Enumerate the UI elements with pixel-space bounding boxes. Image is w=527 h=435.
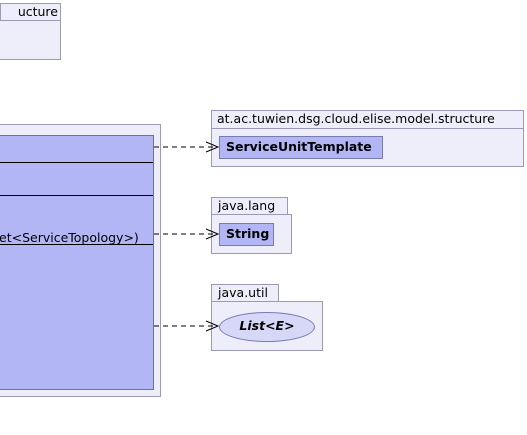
package-tab-java-util: java.util bbox=[211, 284, 279, 302]
class-separator-3 bbox=[0, 244, 153, 245]
arrowhead-service-unit-template bbox=[205, 141, 220, 153]
package-tab-java-lang: java.lang bbox=[211, 197, 288, 215]
package-structure-top bbox=[0, 20, 61, 60]
interface-list[interactable]: List<E> bbox=[219, 312, 315, 342]
class-separator-1 bbox=[0, 162, 153, 163]
package-tab-structure: ucture bbox=[0, 3, 61, 21]
class-separator-2 bbox=[0, 195, 153, 196]
class-service-unit-template[interactable]: ServiceUnitTemplate bbox=[219, 136, 383, 159]
class-method: et<ServiceTopology>) bbox=[0, 230, 139, 245]
arrowhead-string bbox=[205, 228, 220, 240]
class-string[interactable]: String bbox=[219, 223, 274, 246]
package-divider bbox=[211, 128, 524, 129]
package-label-model-structure: at.ac.tuwien.dsg.cloud.elise.model.struc… bbox=[217, 111, 495, 126]
arrowhead-list bbox=[205, 320, 220, 332]
main-class-box[interactable]: et<ServiceTopology>) bbox=[0, 135, 154, 390]
